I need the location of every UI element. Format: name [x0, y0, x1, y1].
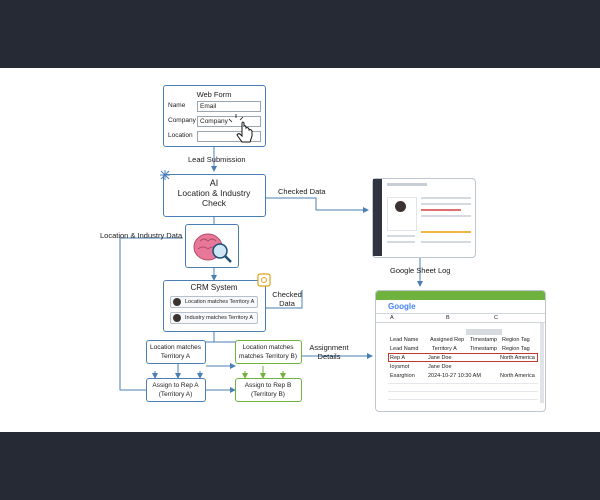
crm-row-industry: Industry matches Territory A [170, 312, 258, 324]
crm-title: CRM System [190, 283, 238, 292]
bottom-letterbox [0, 432, 600, 500]
cell-r5-c4: North America [500, 373, 535, 379]
cell-r2-c3: Timestamp [470, 346, 497, 352]
ai-prefix: AI [209, 178, 219, 188]
edge-label-checked-data-crm: Checked Data [272, 290, 302, 308]
workflow-diagram: Web Form Name Email Company Company Loca… [0, 68, 600, 432]
avatar [173, 314, 181, 322]
cell-r1-c2: Assigned Rep [430, 337, 465, 343]
web-form-title: Web Form [196, 90, 232, 99]
cell-r1-c3: Timestamp [470, 337, 497, 343]
cell-r4-c2: Jane Doe [428, 364, 452, 370]
google-logo: Google [388, 302, 416, 311]
google-sheet-log: Google A B C Lead Name Assigned Rep Time… [375, 290, 546, 412]
edge-label-google-sheet-log: Google Sheet Log [390, 266, 451, 275]
location-label: Location [168, 132, 193, 139]
ai-check-node: AI Location & Industry Check [163, 174, 266, 217]
dashboard-screenshot [372, 178, 476, 258]
edge-label-checked-data: Checked Data [278, 187, 326, 196]
web-form: Web Form Name Email Company Company Loca… [163, 85, 266, 147]
cell-r1-c4: Region Tag [502, 337, 530, 343]
cell-r1-c1: Lead Name [390, 337, 419, 343]
sheet-title-bar [376, 291, 545, 300]
avatar [173, 298, 181, 306]
cell-r2-c4: Region Tag [502, 346, 530, 352]
assign-rep-a: Assign to Rep A (Territory A) [146, 378, 206, 402]
company-input[interactable]: Company [197, 116, 261, 127]
edge-label-location-industry: Location & Industry Data [100, 231, 183, 240]
column-header-a: A [390, 315, 394, 321]
connector-layer [119, 147, 423, 393]
cell-r5-c1: Exarghion [390, 373, 415, 379]
edge-loop-left [119, 237, 183, 391]
company-label: Company [168, 117, 196, 124]
cell-r3-c1: Rep A [390, 355, 405, 361]
location-input[interactable] [197, 131, 261, 142]
column-header-b: B [446, 315, 450, 321]
cell-r2-c2: Territory A [432, 346, 457, 352]
crm-row-location: Location matches Territory A [170, 296, 258, 308]
assign-rep-b: Assign to Rep B (Territory B) [235, 378, 302, 402]
ai-check-title: Location & Industry Check [177, 188, 251, 208]
column-header-c: C [494, 315, 498, 321]
highlighted-row[interactable] [388, 353, 538, 362]
top-letterbox [0, 0, 600, 68]
cell-r3-c2: Jane Doe [428, 355, 452, 361]
sheet-scrollbar[interactable] [540, 323, 544, 403]
name-input[interactable]: Email [197, 101, 261, 112]
edge-label-lead-submission: Lead Submission [188, 155, 246, 164]
cell-r3-c4: North America [500, 355, 535, 361]
edge-crm-up [265, 290, 303, 309]
cell-r4-c1: Ioysmot [390, 364, 410, 370]
territory-b-match: Location matches matches Territory B) [235, 340, 302, 364]
edge-label-assignment-details: Assignment Details [309, 343, 349, 361]
name-label: Name [168, 102, 186, 109]
territory-a-match: Location matches Territory A [146, 340, 206, 364]
edge-ai-to-dashboard [266, 197, 369, 213]
cell-r2-c1: Lead Namd [390, 346, 419, 352]
crm-system: CRM System Location matches Territory A … [163, 280, 266, 332]
brain-analysis-icon [185, 224, 239, 268]
cell-r5-c2: 2024-10-27 10:30 AM [428, 373, 481, 379]
